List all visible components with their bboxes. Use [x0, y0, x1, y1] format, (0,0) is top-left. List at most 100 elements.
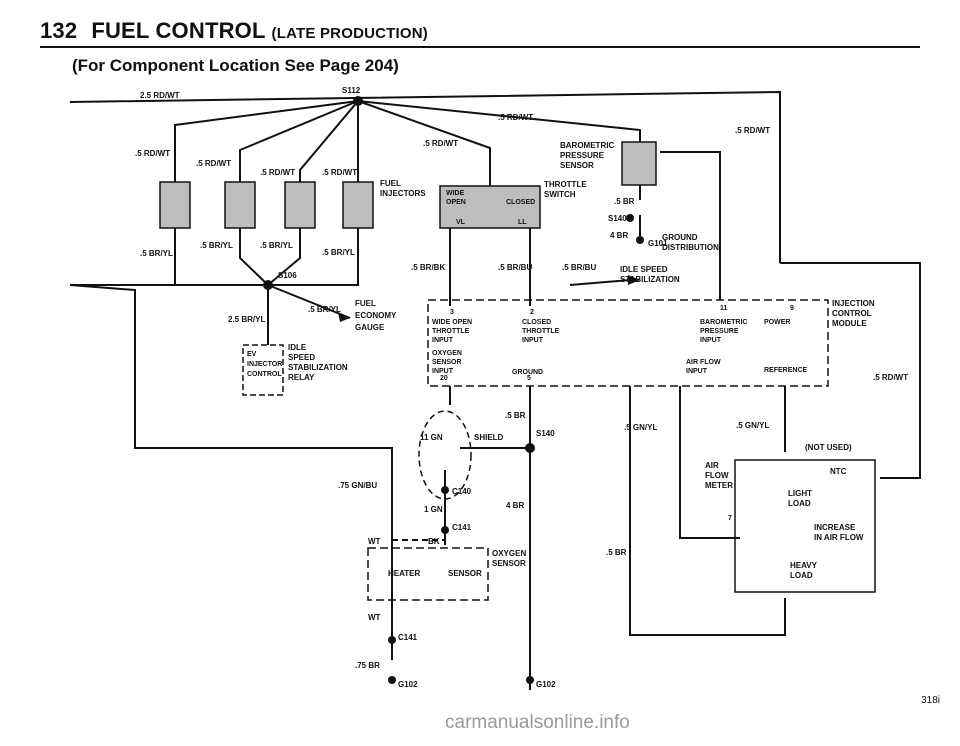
- svg-text:INJECTORS: INJECTORS: [380, 189, 426, 198]
- svg-text:IDLE SPEED: IDLE SPEED: [620, 265, 668, 274]
- location-note: (For Component Location See Page 204): [72, 56, 399, 75]
- splice-s140-lower: [525, 443, 535, 453]
- svg-text:BK: BK: [428, 537, 440, 546]
- svg-text:C141: C141: [398, 633, 418, 642]
- svg-text:.5 BR: .5 BR: [505, 411, 526, 420]
- main-bus-wire: [69, 90, 781, 263]
- svg-text:OXYGEN: OXYGEN: [492, 549, 526, 558]
- svg-text:IDLE: IDLE: [288, 343, 307, 352]
- svg-text:IN AIR FLOW: IN AIR FLOW: [814, 533, 864, 542]
- svg-text:9: 9: [790, 305, 794, 312]
- wire-to-injector-1: [174, 100, 359, 182]
- svg-text:DISTRIBUTION: DISTRIBUTION: [662, 243, 719, 252]
- svg-text:SENSOR: SENSOR: [560, 161, 594, 170]
- svg-text:(NOT USED): (NOT USED): [805, 443, 852, 452]
- svg-text:METER: METER: [705, 481, 733, 490]
- svg-text:INPUT: INPUT: [522, 337, 544, 344]
- page-number: 132: [40, 18, 78, 43]
- svg-text:S140: S140: [536, 429, 555, 438]
- svg-text:OXYGEN: OXYGEN: [432, 350, 462, 357]
- svg-text:MODULE: MODULE: [832, 319, 867, 328]
- svg-text:WIDE OPEN: WIDE OPEN: [432, 319, 472, 326]
- svg-text:11 GN: 11 GN: [420, 433, 443, 442]
- svg-text:.5 BR/BK: .5 BR/BK: [411, 263, 445, 272]
- svg-text:THROTTLE: THROTTLE: [432, 328, 470, 335]
- svg-text:BAROMETRIC: BAROMETRIC: [700, 319, 747, 326]
- svg-text:NTC: NTC: [830, 467, 847, 476]
- svg-text:CONTROL: CONTROL: [247, 371, 282, 378]
- svg-text:AIR: AIR: [705, 461, 719, 470]
- svg-text:CONTROL: CONTROL: [832, 309, 872, 318]
- svg-text:INPUT: INPUT: [432, 368, 454, 375]
- oxygen-sensor-box: [367, 547, 489, 601]
- svg-text:LOAD: LOAD: [788, 499, 811, 508]
- svg-text:WIDE: WIDE: [446, 190, 465, 197]
- svg-text:.75 GN/BU: .75 GN/BU: [338, 481, 377, 490]
- svg-text:.5 BR: .5 BR: [614, 197, 635, 206]
- svg-text:G101: G101: [648, 239, 668, 248]
- svg-text:FUEL: FUEL: [355, 299, 376, 308]
- svg-text:.5 BR: .5 BR: [606, 548, 627, 557]
- svg-text:.5 RD/WT: .5 RD/WT: [196, 159, 231, 168]
- wire-to-fuel-gauge: [267, 284, 351, 319]
- svg-text:INPUT: INPUT: [700, 337, 722, 344]
- svg-text:EV: EV: [247, 351, 257, 358]
- svg-text:11: 11: [720, 305, 728, 312]
- svg-text:3: 3: [450, 309, 454, 316]
- svg-text:G102: G102: [398, 680, 418, 689]
- wire-label-main: 2.5 RD/WT: [140, 91, 180, 100]
- svg-text:WT: WT: [368, 537, 381, 546]
- svg-text:.5 BR/YL: .5 BR/YL: [308, 305, 341, 314]
- injector-1: [159, 181, 191, 229]
- svg-text:.5 RD/WT: .5 RD/WT: [322, 168, 357, 177]
- svg-text:REFERENCE: REFERENCE: [764, 367, 808, 374]
- svg-text:4 BR: 4 BR: [506, 501, 524, 510]
- svg-text:CLOSED: CLOSED: [506, 199, 535, 206]
- splice-s106: [263, 280, 273, 290]
- label-s112: S112: [342, 86, 361, 95]
- splice-s140-upper: [626, 214, 634, 222]
- svg-text:.5 BR/YL: .5 BR/YL: [140, 249, 173, 258]
- splice-s112: [353, 96, 363, 106]
- svg-text:G102: G102: [536, 680, 556, 689]
- injector-2: [224, 181, 256, 229]
- svg-text:S140: S140: [608, 214, 627, 223]
- svg-text:PRESSURE: PRESSURE: [700, 328, 739, 335]
- icm-box: [427, 299, 829, 387]
- svg-text:SHIELD: SHIELD: [474, 433, 504, 442]
- injectors-group: [159, 181, 374, 229]
- svg-text:ECONOMY: ECONOMY: [355, 311, 397, 320]
- svg-text:HEAVY: HEAVY: [790, 561, 818, 570]
- svg-text:.5 RD/WT: .5 RD/WT: [260, 168, 295, 177]
- svg-text:INPUT: INPUT: [432, 337, 454, 344]
- svg-text:LIGHT: LIGHT: [788, 489, 812, 498]
- svg-text:VL: VL: [456, 219, 466, 226]
- svg-text:LL: LL: [518, 219, 527, 226]
- svg-text:SWITCH: SWITCH: [544, 190, 576, 199]
- svg-text:SENSOR: SENSOR: [492, 559, 526, 568]
- svg-text:.5 RD/WT: .5 RD/WT: [735, 126, 770, 135]
- svg-text:INJECTOR: INJECTOR: [247, 361, 282, 368]
- svg-text:POWER: POWER: [764, 319, 790, 326]
- svg-text:BAROMETRIC: BAROMETRIC: [560, 141, 614, 150]
- throttle-switch-box: [439, 185, 541, 229]
- svg-text:PRESSURE: PRESSURE: [560, 151, 605, 160]
- svg-text:4 BR: 4 BR: [610, 231, 628, 240]
- svg-text:.5 BR/YL: .5 BR/YL: [260, 241, 293, 250]
- svg-text:THROTTLE: THROTTLE: [544, 180, 587, 189]
- page-subtitle: (LATE PRODUCTION): [271, 25, 428, 42]
- svg-text:.5 BR/BU: .5 BR/BU: [498, 263, 532, 272]
- svg-text:.5 BR/YL: .5 BR/YL: [322, 248, 355, 257]
- svg-text:2.5 BR/YL: 2.5 BR/YL: [228, 315, 265, 324]
- svg-text:C140: C140: [452, 487, 472, 496]
- svg-text:INJECTION: INJECTION: [832, 299, 875, 308]
- svg-text:WT: WT: [368, 613, 381, 622]
- svg-text:7: 7: [728, 515, 732, 522]
- svg-text:.5 BR/BU: .5 BR/BU: [562, 263, 596, 272]
- svg-text:GROUND: GROUND: [662, 233, 698, 242]
- svg-text:S106: S106: [278, 271, 297, 280]
- svg-text:THROTTLE: THROTTLE: [522, 328, 560, 335]
- svg-text:.75 BR: .75 BR: [355, 661, 380, 670]
- svg-text:2: 2: [530, 309, 534, 316]
